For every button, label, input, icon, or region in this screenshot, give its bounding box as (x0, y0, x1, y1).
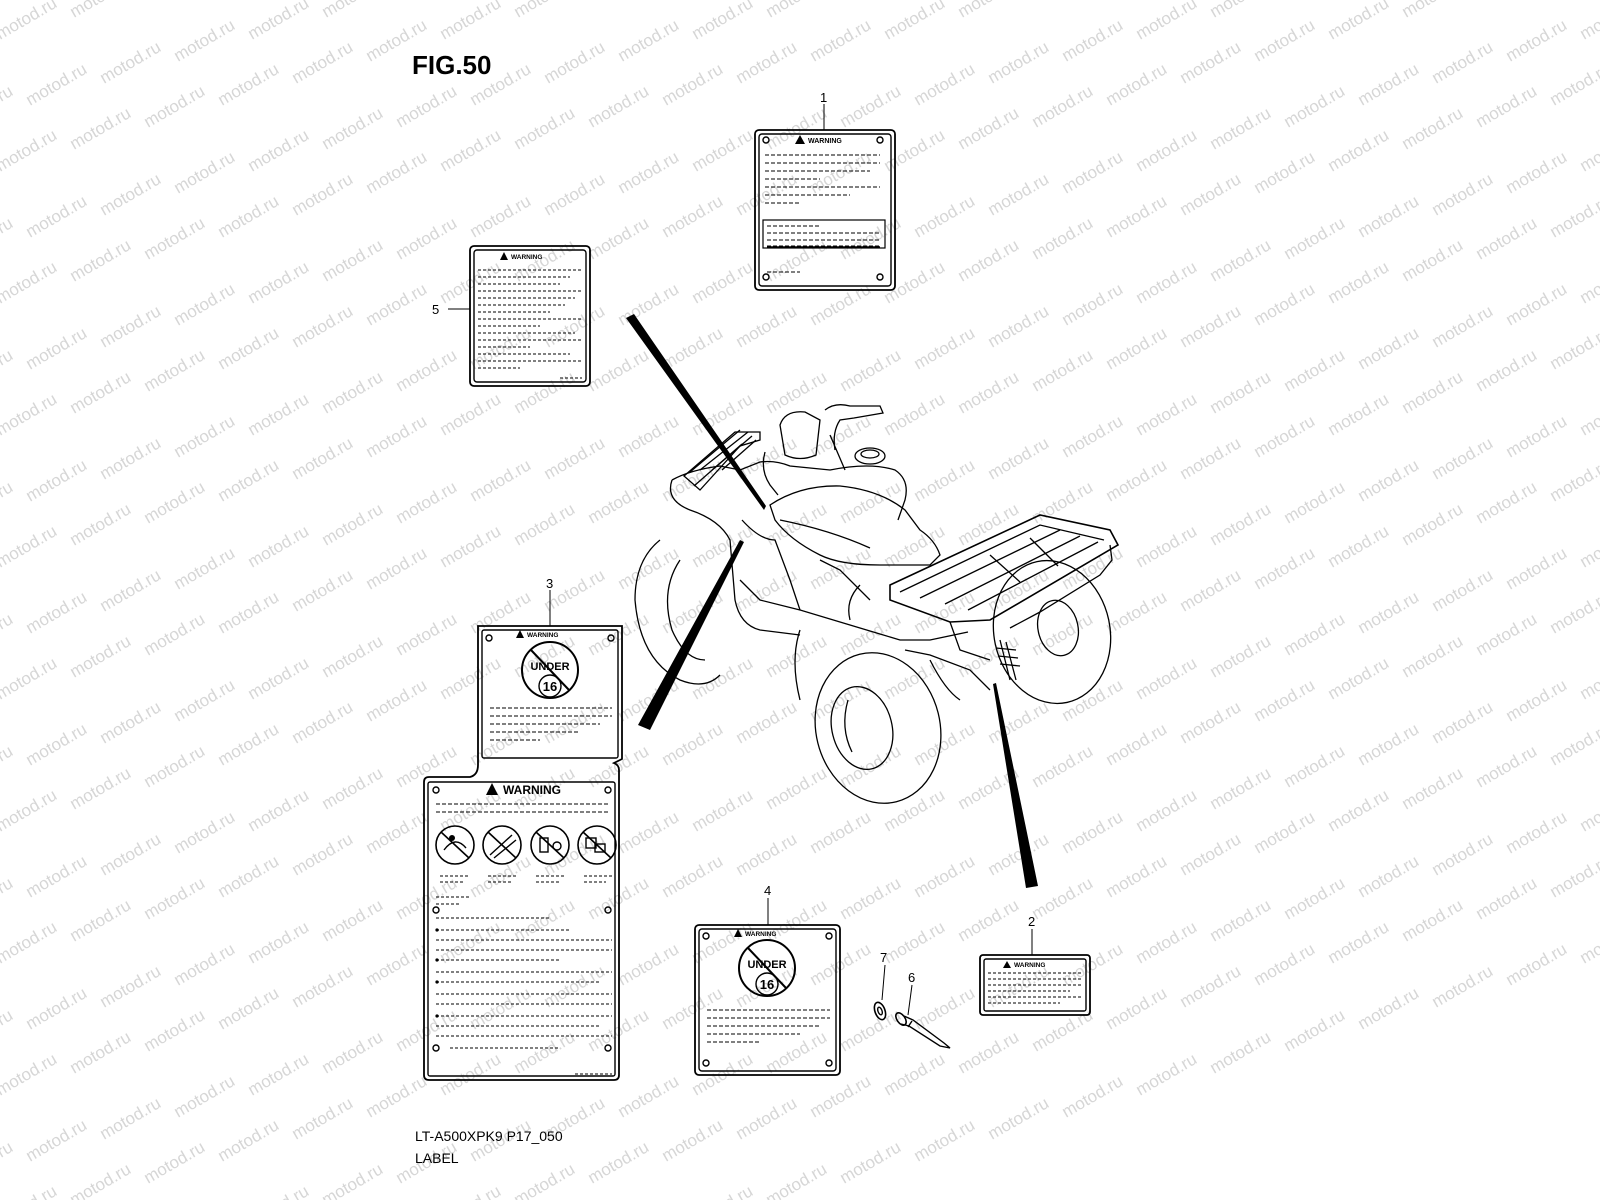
callout-5: 5 (432, 302, 439, 317)
warning-label-5[interactable]: WARNING (469, 245, 591, 387)
warning-triangle-icon (795, 135, 805, 144)
under-16-badge: UNDER 16 (738, 939, 796, 997)
figure-caption: LABEL (415, 1150, 459, 1166)
label-1-heading: WARNING (808, 138, 842, 145)
label-2-heading: WARNING (1014, 962, 1045, 969)
warning-triangle-icon (734, 929, 742, 937)
callout-2: 2 (1028, 914, 1035, 929)
warning-triangle-icon (500, 252, 508, 260)
no-road-icon (482, 825, 522, 865)
figure-code: LT-A500XPK9 P17_050 (415, 1128, 563, 1144)
atv-illustration (634, 404, 1120, 804)
rivet-part-6[interactable] (894, 1011, 951, 1049)
callout-1: 1 (820, 90, 827, 105)
warning-triangle-icon (516, 630, 524, 638)
no-passenger-icon (435, 825, 475, 865)
no-alcohol-icon (530, 825, 570, 865)
callout-3: 3 (546, 576, 553, 591)
label-3-top-heading: WARNING (527, 632, 558, 639)
badge-word: UNDER (747, 959, 786, 971)
warning-label-3[interactable]: WARNING UNDER 16 WAR (423, 625, 623, 1081)
no-overload-icon (577, 825, 617, 865)
washer-part-7[interactable] (872, 1001, 888, 1021)
badge-word: UNDER (530, 661, 569, 673)
warning-triangle-icon (1003, 961, 1011, 968)
callout-4: 4 (764, 883, 771, 898)
label-4-heading: WARNING (745, 931, 776, 938)
warning-label-4[interactable]: WARNING UNDER 16 (694, 924, 841, 1076)
under-16-badge: UNDER 16 (521, 641, 579, 699)
callout-leaders (448, 104, 1033, 1016)
callout-6: 6 (908, 970, 915, 985)
leader-lines (626, 314, 1038, 888)
warning-label-2[interactable]: WARNING (979, 954, 1091, 1016)
label-5-heading: WARNING (511, 254, 542, 261)
label-3-bottom-heading: WARNING (503, 783, 561, 797)
badge-number: 16 (543, 679, 557, 694)
warning-label-1[interactable]: WARNING (754, 129, 896, 291)
figure-title: FIG.50 (412, 50, 492, 80)
badge-number: 16 (760, 977, 774, 992)
callout-7: 7 (880, 950, 887, 965)
warning-triangle-icon (486, 783, 498, 795)
